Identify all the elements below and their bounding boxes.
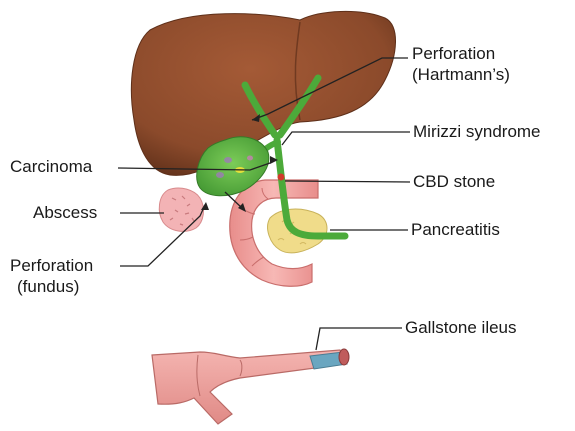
label-perforation-fundus-line2: (fundus) [17, 277, 79, 297]
label-cbd-stone: CBD stone [413, 172, 495, 192]
gallstone-4 [247, 156, 253, 161]
gallstone-1 [224, 157, 232, 163]
leader-gallstone-ileus [316, 328, 402, 350]
label-perforation-hartmann-line1: Perforation [412, 44, 495, 64]
cbd-stone-marker [278, 174, 285, 181]
leader-mirizzi [282, 132, 410, 145]
intestine-end [339, 349, 349, 365]
label-perforation-fundus-line1: Perforation [10, 256, 93, 276]
gallstone-3 [216, 172, 224, 178]
label-carcinoma: Carcinoma [10, 157, 92, 177]
label-abscess: Abscess [33, 203, 97, 223]
label-gallstone-ileus: Gallstone ileus [405, 318, 517, 338]
label-mirizzi-syndrome: Mirizzi syndrome [413, 122, 541, 142]
label-perforation-hartmann-line2: (Hartmann’s) [412, 65, 510, 85]
label-pancreatitis: Pancreatitis [411, 220, 500, 240]
